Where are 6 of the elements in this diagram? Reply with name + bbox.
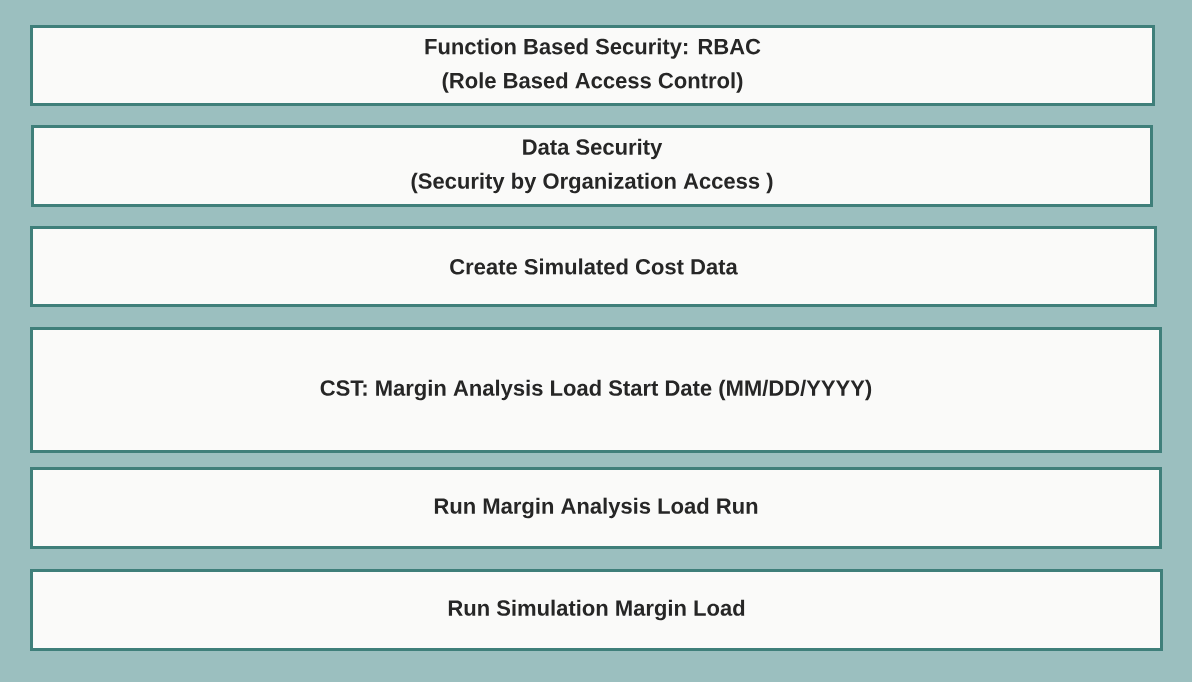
text-box: Run Margin Analysis Load Run: [30, 467, 1162, 549]
text-box: CST: Margin Analysis Load Start Date (MM/DD/YYYY): [30, 327, 1162, 453]
text-box: Function Based Security: RBAC (Role Based Access Control): [30, 25, 1155, 106]
text-box: Data Security (Security by Organization Access ): [31, 125, 1153, 207]
text-box: Create Simulated Cost Data: [30, 226, 1157, 307]
text-box: Run Simulation Margin Load: [30, 569, 1163, 651]
